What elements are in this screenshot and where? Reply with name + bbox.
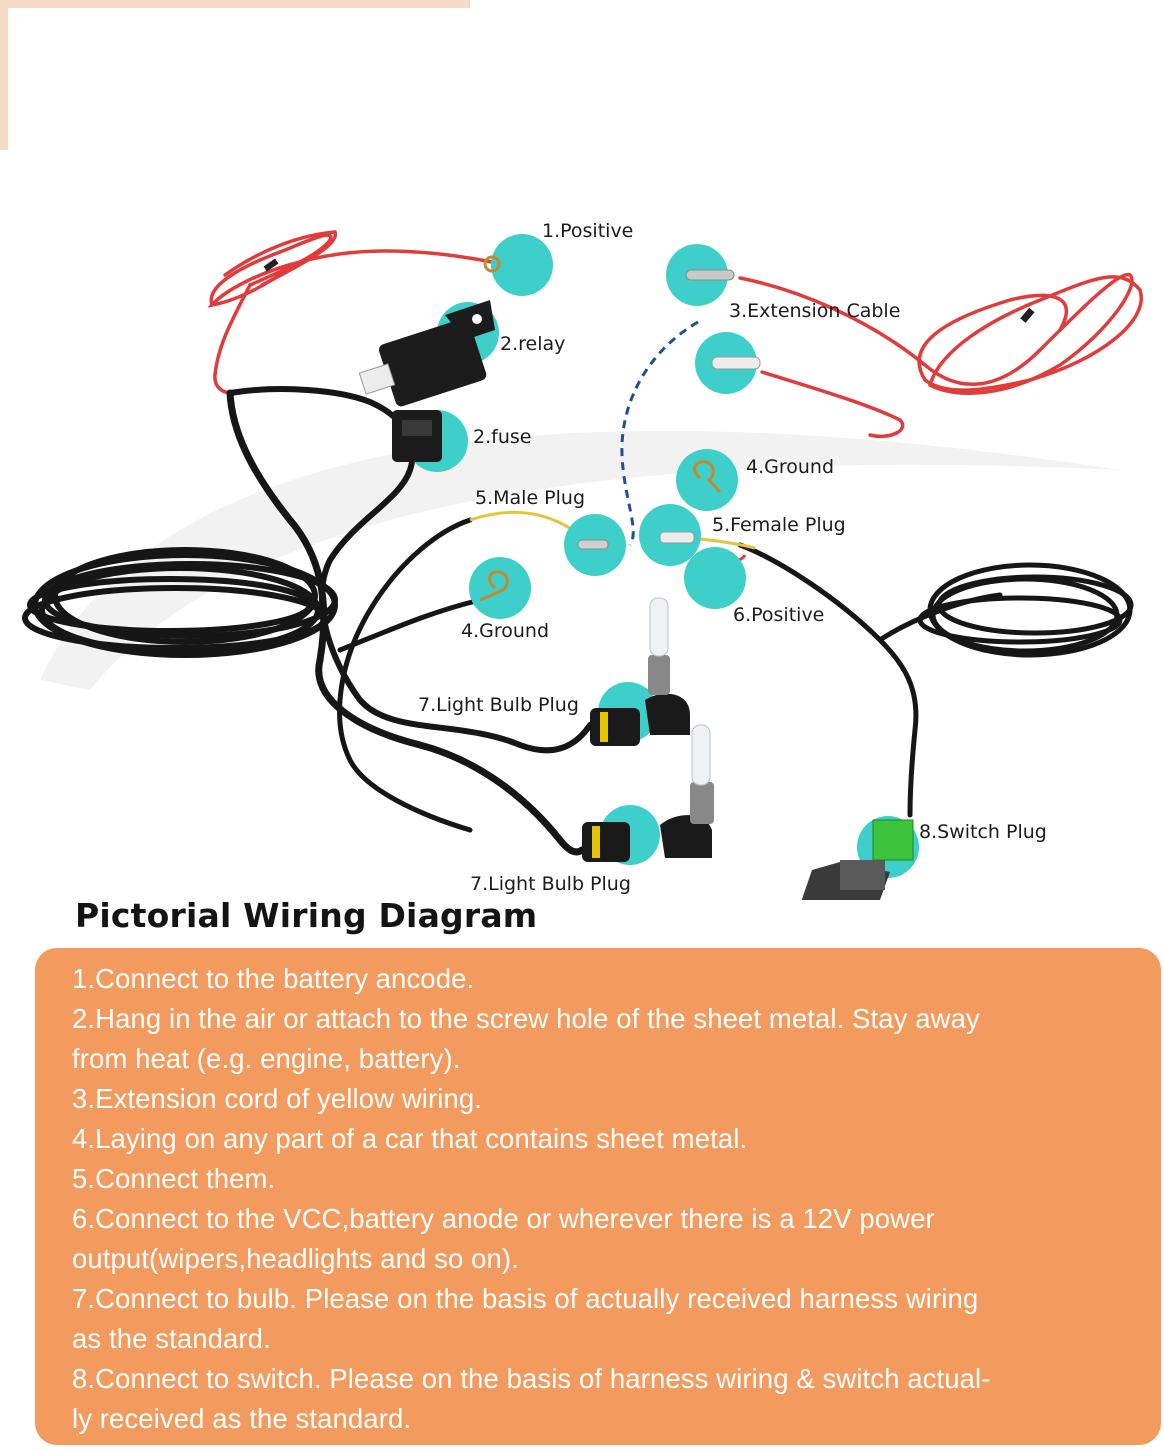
label-switch-plug: 8.Switch Plug [919,821,1047,843]
instruction-line: 5.Connect them. [72,1163,276,1194]
terminals [479,255,722,602]
label-male-plug: 5.Male Plug [475,487,585,509]
label-relay: 2.relay [500,333,565,355]
instruction-line: as the standard. [72,1323,271,1354]
harness-coil-left [22,547,338,658]
bulb-connector-top [590,597,690,746]
instruction-line: ly received as the standard. [72,1403,412,1434]
label-ground-right: 4.Ground [746,456,834,478]
instruction-line: output(wipers,headlights and so on). [72,1243,519,1274]
dashed-link [620,320,699,546]
fuse-holder [392,410,442,462]
wiring-diagram: 1.Positive 2.relay 2.fuse 3.Extension Ca… [0,0,1144,900]
red-wire-tie [263,258,279,272]
corner-band [0,0,470,8]
instruction-line: 2.Hang in the air or attach to the screw… [72,1003,980,1034]
label-positive-1: 1.Positive [542,220,633,242]
female-pin [659,531,695,544]
marker-ground-left [469,557,531,619]
instruction-line: 3.Extension cord of yellow wiring. [72,1083,482,1114]
bulb-connector-bottom [582,724,714,862]
label-ground-left: 4.Ground [461,620,549,642]
label-bulb-plug-top: 7.Light Bulb Plug [418,694,579,716]
label-extension-cable: 3.Extension Cable [729,300,900,322]
positive-red-wire [207,230,494,395]
relay-block [358,300,495,407]
label-fuse: 2.fuse [473,426,531,448]
male-pin [577,539,609,550]
label-positive-6: 6.Positive [733,604,824,626]
harness-coil-right [917,562,1134,658]
label-female-plug: 5.Female Plug [712,514,846,536]
corner-band-side [0,0,8,150]
instruction-line: 4.Laying on any part of a car that conta… [72,1123,748,1154]
marker-positive-6 [684,547,746,609]
instruction-line: 8.Connect to switch. Please on the basis… [72,1363,991,1394]
switch-plug [801,819,914,900]
label-bulb-plug-bottom: 7.Light Bulb Plug [470,873,631,895]
instruction-line: 1.Connect to the battery ancode. [72,963,475,994]
instructions-panel: 1.Connect to the battery ancode. 2.Hang … [35,948,1161,1445]
watermark-swoosh [40,430,1120,690]
extension-red-cable [738,272,1144,438]
instruction-line: 7.Connect to bulb. Please on the basis o… [72,1283,979,1314]
instruction-line: from heat (e.g. engine, battery). [72,1043,461,1074]
diagram-title: Pictorial Wiring Diagram [75,896,538,935]
bullet-pin-top [685,269,735,281]
extension-wire-tie [1020,307,1035,323]
bullet-pin-bottom [711,356,761,370]
marker-positive-1 [491,234,553,296]
instruction-line: 6.Connect to the VCC,battery anode or wh… [72,1203,935,1234]
